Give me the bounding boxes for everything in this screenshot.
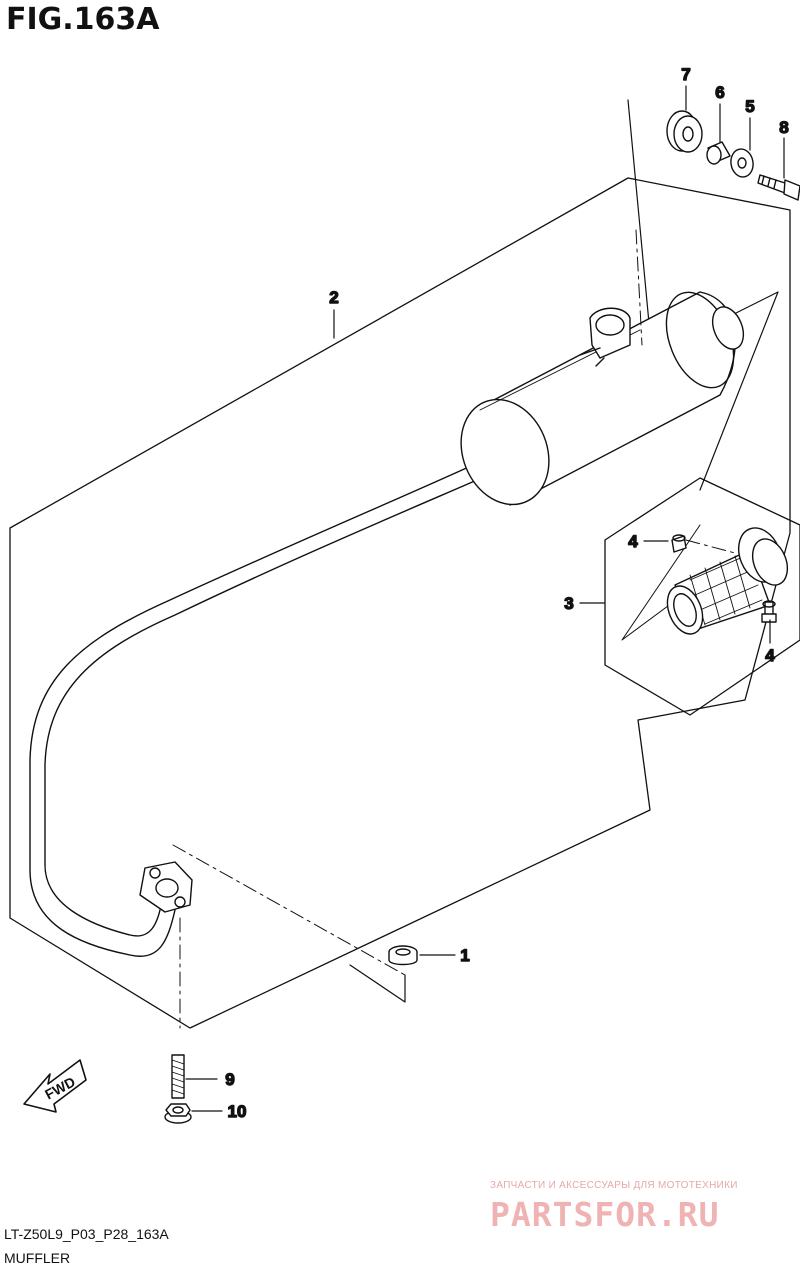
exhaust-pipe <box>29 454 506 957</box>
flange-nut-part <box>164 1103 192 1124</box>
callout-4-lower: 4 <box>765 646 775 665</box>
spark-arrester-frame <box>604 477 800 716</box>
callout-10: 10 <box>228 1102 247 1121</box>
callout-4-upper: 4 <box>628 532 638 551</box>
fwd-arrow-icon: FWD <box>23 1059 87 1113</box>
callout-5: 5 <box>745 97 754 116</box>
stud-bolt-part <box>171 1054 185 1099</box>
washer-part <box>730 148 754 178</box>
watermark-logo: PARTSFOR.RU <box>490 1195 720 1234</box>
spark-arrester-part <box>666 527 789 635</box>
callout-8: 8 <box>779 118 788 137</box>
callout-7: 7 <box>681 65 690 84</box>
screw-upper <box>671 534 687 553</box>
figure-title: FIG.163A <box>6 2 160 37</box>
muffler-body <box>460 291 745 506</box>
callout-9: 9 <box>225 1070 234 1089</box>
dash-guides <box>172 229 736 1029</box>
assembly-frame <box>9 177 791 1029</box>
callout-6: 6 <box>715 83 724 102</box>
exhaust-flange <box>139 861 193 913</box>
watermark-tagline: ЗАПЧАСТИ И АКСЕССУАРЫ ДЛЯ МОТОТЕХНИКИ <box>490 1180 738 1191</box>
leader-lines <box>185 85 785 1112</box>
muffler-mount-bracket <box>579 307 631 367</box>
callout-3: 3 <box>564 594 573 613</box>
diagram-caption: MUFFLER <box>4 1250 71 1266</box>
grommet-part <box>666 110 703 153</box>
gasket-leader-frame <box>349 964 406 1003</box>
gasket-part <box>388 945 418 966</box>
collar-part <box>706 141 731 165</box>
callout-1: 1 <box>460 946 469 965</box>
bolt-part <box>757 174 800 201</box>
diagram-code: LT-Z50L9_P03_P28_163A <box>4 1226 169 1242</box>
screw-lower <box>761 600 777 623</box>
callout-2: 2 <box>329 288 338 307</box>
